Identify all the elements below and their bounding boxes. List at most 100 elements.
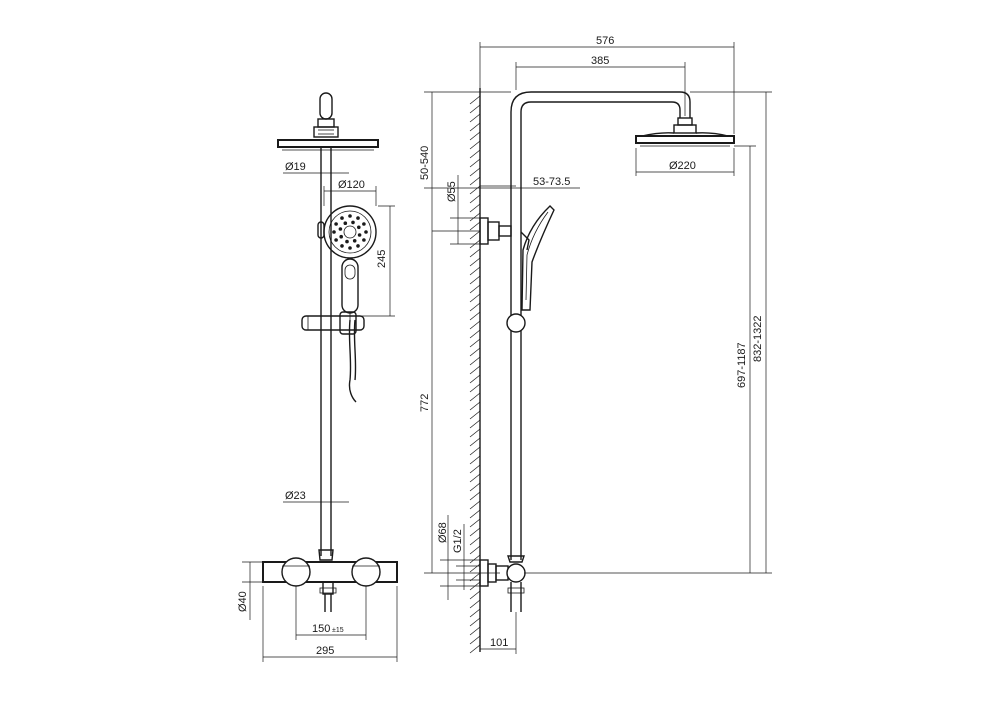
hatch-line	[469, 419, 481, 429]
front-dimensions: Ø19 Ø120 245 Ø23 Ø40 150 ±15 295	[237, 161, 398, 662]
nozzle	[362, 238, 366, 242]
hatch-line	[469, 365, 481, 375]
hatch-line	[469, 221, 481, 231]
hatch-line	[469, 356, 481, 366]
nozzle	[340, 244, 344, 248]
hatch-line	[469, 410, 481, 420]
hatch-line	[469, 338, 481, 348]
hatch-line	[469, 113, 481, 123]
hatch-line	[469, 212, 481, 222]
hatch-line	[469, 131, 481, 141]
dim-bar-length: 772	[419, 394, 431, 412]
dim-arm-reach: 385	[591, 55, 609, 67]
dim-handshower-length: 245	[376, 250, 388, 268]
nozzle	[356, 244, 360, 248]
hatch-line	[469, 149, 481, 159]
hatch-line	[469, 590, 481, 600]
nozzle	[348, 214, 352, 218]
hatch-line	[469, 104, 481, 114]
hatch-line	[469, 95, 481, 105]
hatch-line	[469, 275, 481, 285]
dim-wall-offset: 101	[490, 637, 508, 649]
hatch-line	[469, 635, 481, 645]
hatch-line	[469, 473, 481, 483]
nozzle	[356, 216, 360, 220]
hatch-line	[469, 167, 481, 177]
hatch-line	[469, 374, 481, 384]
hatch-line	[469, 185, 481, 195]
hatch-line	[469, 428, 481, 438]
hatch-line	[469, 437, 481, 447]
hatch-line	[469, 302, 481, 312]
hatch-line	[469, 293, 481, 303]
hatch-line	[469, 140, 481, 150]
dim-thread: G1/2	[452, 529, 464, 553]
hatch-line	[469, 194, 481, 204]
side-wall-bracket	[432, 217, 512, 245]
side-overhead-shower-head	[635, 132, 735, 147]
dim-bar-diameter: Ø23	[285, 490, 306, 502]
dim-inlet-spacing-tolerance: ±15	[332, 627, 344, 634]
hatch-line	[469, 347, 481, 357]
hatch-line	[469, 491, 481, 501]
hatch-line	[469, 392, 481, 402]
dim-head-diameter: Ø220	[669, 160, 696, 172]
dim-escutcheon-diameter: Ø68	[437, 522, 449, 543]
dim-total-reach: 576	[596, 35, 614, 47]
hatch-line	[469, 536, 481, 546]
hatch-line	[469, 401, 481, 411]
hatch-line	[469, 329, 481, 339]
hatch-line	[469, 518, 481, 528]
dim-height-adjust: 50-540	[419, 146, 431, 180]
dim-total-height: 832-1322	[752, 316, 764, 363]
dim-bracket-offset: 53-73.5	[533, 176, 570, 188]
nozzle	[351, 220, 355, 225]
hatch-line	[469, 545, 481, 555]
nozzle	[339, 234, 344, 239]
nozzle	[357, 233, 362, 237]
hatch-line	[469, 554, 481, 564]
nozzle	[343, 221, 348, 225]
hatch-line	[469, 122, 481, 132]
front-overhead-shower-head	[277, 92, 379, 151]
hatch-line	[469, 446, 481, 456]
hatch-line	[469, 644, 481, 654]
nozzle	[362, 222, 366, 226]
hatch-line	[469, 320, 481, 330]
side-slider-knob	[506, 313, 526, 333]
nozzle	[338, 227, 343, 231]
front-slider	[301, 311, 365, 335]
hatch-line	[469, 248, 481, 258]
side-shower-arm	[510, 91, 697, 560]
front-hand-shower	[317, 205, 377, 403]
side-dimensions: 576 385 50-540 Ø55 53-73.5 Ø220 772 Ø68	[419, 35, 772, 654]
hatch-line	[469, 482, 481, 492]
hatch-line	[469, 230, 481, 240]
nozzle	[357, 225, 361, 230]
nozzle	[332, 230, 336, 234]
front-thermostatic-valve	[262, 557, 398, 612]
hatch-line	[469, 563, 481, 573]
nozzle	[334, 222, 338, 226]
hatch-line	[469, 617, 481, 627]
dim-handshower-diameter: Ø120	[338, 179, 365, 191]
dim-valve-diameter: Ø40	[237, 591, 249, 612]
hatch-line	[469, 176, 481, 186]
nozzle	[340, 216, 344, 220]
wall	[469, 88, 481, 654]
dim-overall-width: 295	[316, 645, 334, 657]
side-view	[432, 88, 735, 654]
hatch-line	[469, 158, 481, 168]
dim-inlet-spacing: 150	[312, 623, 330, 635]
dim-wall-bracket-diameter: Ø55	[446, 181, 458, 202]
wall-hatching	[469, 95, 481, 654]
nozzle	[352, 239, 357, 243]
hatch-line	[469, 599, 481, 609]
nozzle	[334, 238, 338, 242]
hatch-line	[469, 266, 481, 276]
side-thermostatic-valve	[479, 555, 526, 612]
hatch-line	[469, 500, 481, 510]
hand-shower-nozzles	[332, 214, 368, 250]
hatch-line	[469, 383, 481, 393]
